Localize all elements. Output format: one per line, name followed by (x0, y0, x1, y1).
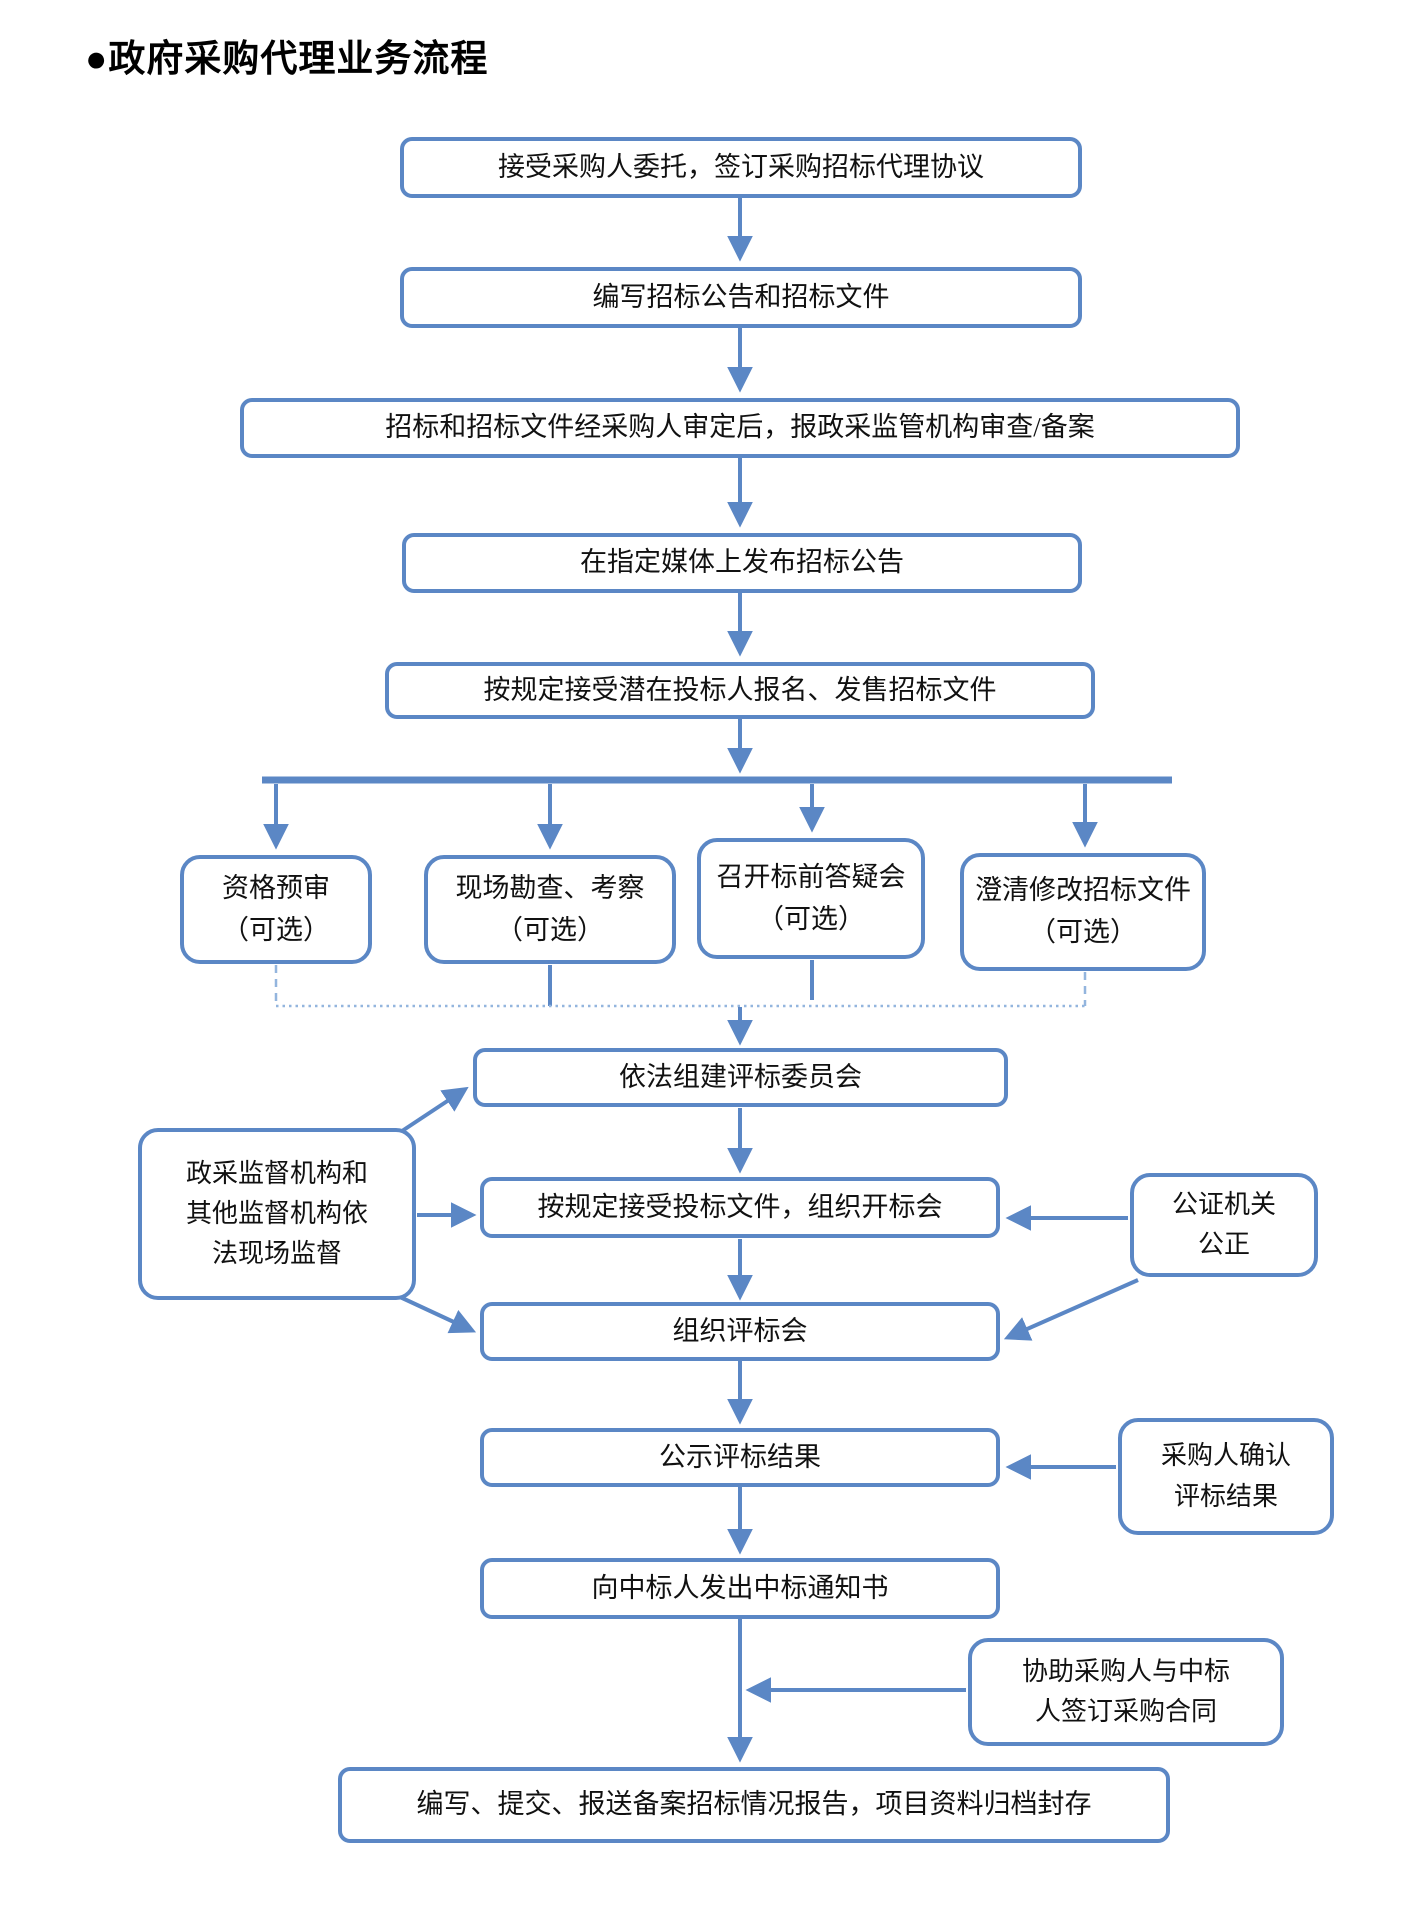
arrow-supervision-step6 (394, 1086, 469, 1137)
box-side-supervision: 政采监督机构和 其他监督机构依 法现场监督 (138, 1128, 416, 1300)
box-side-sign-contract: 协助采购人与中标 人签订采购合同 (968, 1638, 1284, 1746)
box-form-evaluation-committee: 依法组建评标委员会 (473, 1048, 1008, 1107)
box-prepare-announcement-documents: 编写招标公告和招标文件 (400, 267, 1082, 328)
box-side-purchaser-confirm: 采购人确认 评标结果 (1118, 1418, 1334, 1535)
box-accept-bids-opening-meeting: 按规定接受投标文件，组织开标会 (480, 1177, 1000, 1238)
arrow-supervision-step8 (399, 1295, 477, 1334)
box-side-notary: 公证机关 公正 (1130, 1173, 1318, 1277)
page-title: ●政府采购代理业务流程 (85, 39, 489, 80)
box-accept-registration-sell-documents: 按规定接受潜在投标人报名、发售招标文件 (385, 662, 1095, 719)
box-organize-evaluation-meeting: 组织评标会 (480, 1302, 1000, 1361)
box-final-report-archive: 编写、提交、报送备案招标情况报告，项目资料归档封存 (338, 1767, 1170, 1843)
box-publicize-evaluation-result: 公示评标结果 (480, 1428, 1000, 1487)
box-optional-pre-bid-meeting: 召开标前答疑会 （可选） (697, 838, 925, 959)
box-optional-clarify-documents: 澄清修改招标文件 （可选） (960, 853, 1206, 971)
box-issue-award-notice: 向中标人发出中标通知书 (480, 1558, 1000, 1619)
arrow-notary-step8 (1003, 1278, 1139, 1341)
box-optional-site-survey: 现场勘查、考察 （可选） (424, 855, 676, 964)
box-publish-announcement: 在指定媒体上发布招标公告 (402, 533, 1082, 593)
box-optional-prequalification: 资格预审 （可选） (180, 855, 372, 964)
box-sign-agency-agreement: 接受采购人委托，签订采购招标代理协议 (400, 137, 1082, 198)
box-report-to-regulator: 招标和招标文件经采购人审定后，报政采监管机构审查/备案 (240, 398, 1240, 458)
